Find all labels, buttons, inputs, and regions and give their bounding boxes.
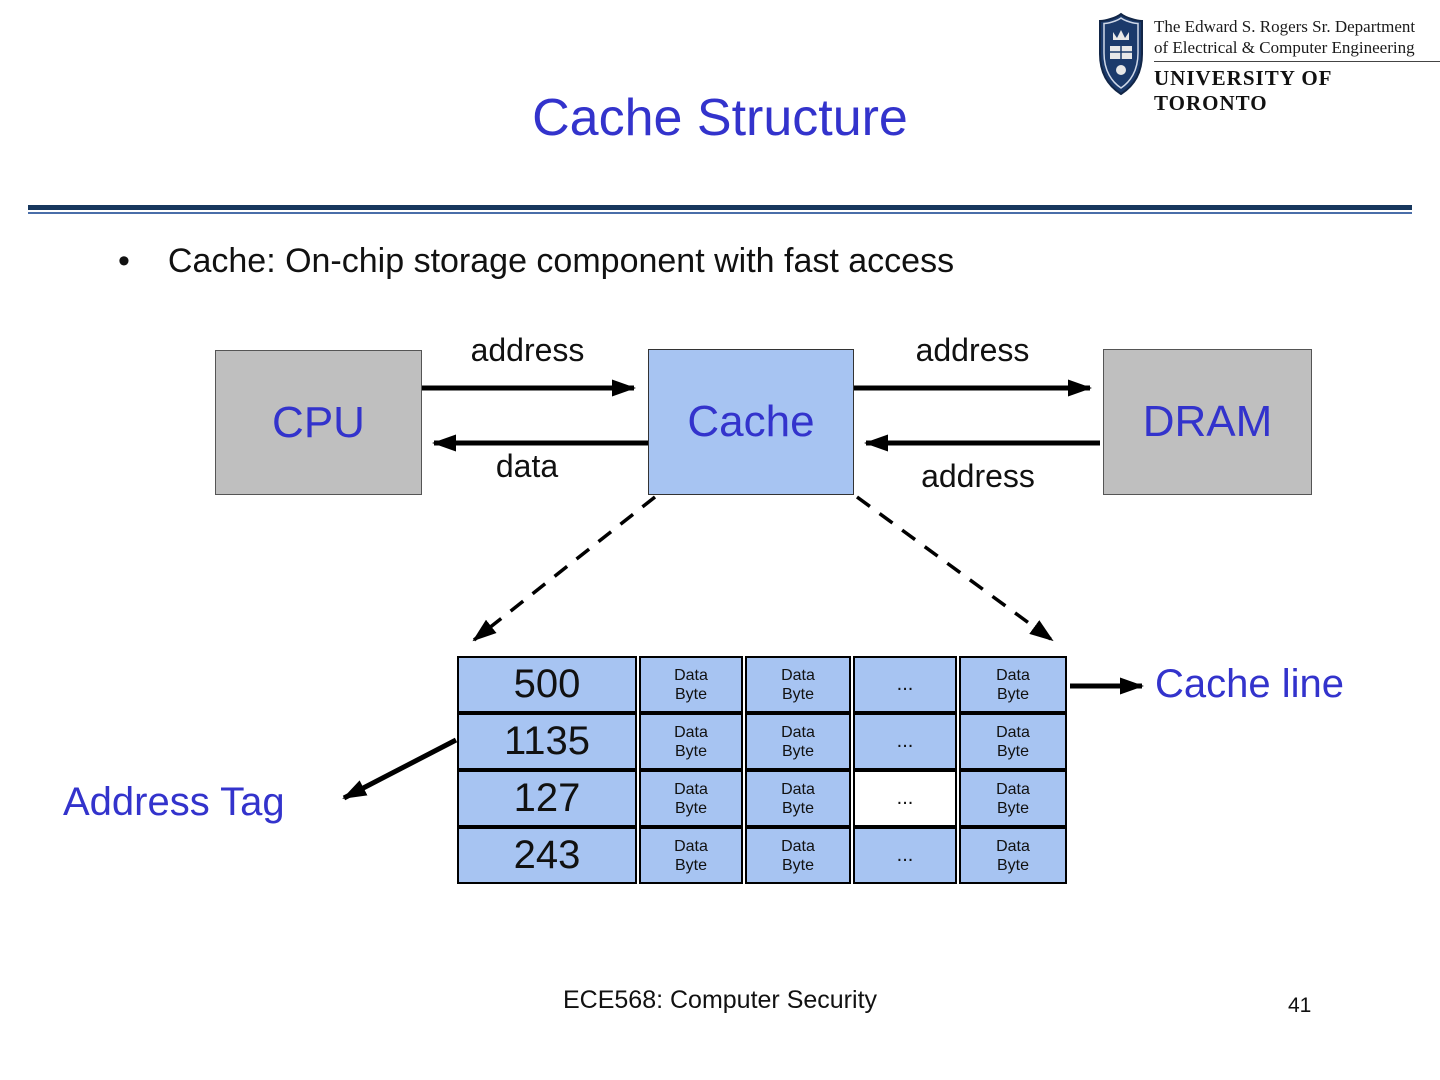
page-number: 41 xyxy=(1288,994,1312,1017)
data-byte-cell: Data Byte xyxy=(639,656,743,713)
data-byte-cell: Data Byte xyxy=(959,713,1067,770)
university-logo: The Edward S. Rogers Sr. Department of E… xyxy=(1096,12,1440,116)
data-byte-cell: Data Byte xyxy=(745,656,851,713)
data-byte-line2: Byte xyxy=(781,685,814,703)
data-byte-line2: Byte xyxy=(996,799,1029,817)
cache-label: Cache xyxy=(687,397,815,446)
uoft-crest-icon xyxy=(1099,12,1143,96)
slide-title: Cache Structure xyxy=(532,89,908,147)
footer-course-title: ECE568: Computer Security xyxy=(562,986,878,1014)
data-byte-cell: Data Byte xyxy=(745,827,851,884)
data-byte-line2: Byte xyxy=(674,856,707,874)
data-byte-line1: Data xyxy=(996,666,1030,684)
data-byte-line2: Byte xyxy=(781,799,814,817)
data-byte-line1: Data xyxy=(781,723,815,741)
bullet-text: Cache: On-chip storage component with fa… xyxy=(167,242,955,280)
cpu-block: CPU xyxy=(215,350,422,495)
data-byte-line1: Data xyxy=(996,780,1030,798)
cpu-label: CPU xyxy=(272,397,365,447)
data-byte-line2: Byte xyxy=(781,856,814,874)
data-byte-cell: Data Byte xyxy=(959,770,1067,827)
label-cpu-cache-address: address xyxy=(470,332,585,368)
dashed-connector-right xyxy=(855,495,1054,642)
data-byte-cell: Data Byte xyxy=(745,770,851,827)
ellipsis-cell: ... xyxy=(853,656,957,713)
data-byte-line1: Data xyxy=(674,837,708,855)
dashed-connector-left xyxy=(472,495,657,642)
data-byte-line2: Byte xyxy=(996,856,1029,874)
title-divider xyxy=(28,205,1412,214)
logo-text: The Edward S. Rogers Sr. Department of E… xyxy=(1154,12,1440,116)
label-cache-dram-address: address xyxy=(915,332,1030,368)
logo-university-name: UNIVERSITY OF TORONTO xyxy=(1154,61,1440,116)
dram-label: DRAM xyxy=(1142,397,1273,446)
address-tag-cell: 1135 xyxy=(457,713,637,770)
data-byte-line2: Byte xyxy=(996,685,1029,703)
data-byte-line2: Byte xyxy=(781,742,814,760)
data-byte-line2: Byte xyxy=(674,799,707,817)
data-byte-line1: Data xyxy=(996,837,1030,855)
data-byte-cell: Data Byte xyxy=(639,713,743,770)
address-tag-cell: 500 xyxy=(457,656,637,713)
data-byte-cell: Data Byte xyxy=(639,827,743,884)
bullet-marker: • xyxy=(118,242,130,280)
data-byte-cell: Data Byte xyxy=(959,827,1067,884)
data-byte-line1: Data xyxy=(996,723,1030,741)
logo-dept-line1: The Edward S. Rogers Sr. Department xyxy=(1154,17,1416,36)
label-cache-cpu-data: data xyxy=(495,448,559,484)
bullet-item: • Cache: On-chip storage component with … xyxy=(118,242,954,281)
data-byte-cell: Data Byte xyxy=(639,770,743,827)
address-tag-cell: 243 xyxy=(457,827,637,884)
data-byte-cell: Data Byte xyxy=(959,656,1067,713)
address-tag-label: Address Tag xyxy=(63,780,285,824)
cache-line-label: Cache line xyxy=(1155,662,1345,706)
ellipsis-cell: ... xyxy=(853,827,957,884)
data-byte-line2: Byte xyxy=(674,742,707,760)
ellipsis-cell: ... xyxy=(853,770,957,827)
ellipsis-cell: ... xyxy=(853,713,957,770)
data-byte-line1: Data xyxy=(781,666,815,684)
divider-thick-line xyxy=(28,205,1412,210)
data-byte-line1: Data xyxy=(674,723,708,741)
data-byte-line1: Data xyxy=(781,780,815,798)
dram-block: DRAM xyxy=(1103,349,1312,495)
data-byte-cell: Data Byte xyxy=(745,713,851,770)
arrow-address-tag-pointer xyxy=(342,737,458,801)
address-tag-cell: 127 xyxy=(457,770,637,827)
divider-thin-line xyxy=(28,212,1412,214)
cache-block: Cache xyxy=(648,349,854,495)
data-byte-line2: Byte xyxy=(996,742,1029,760)
data-byte-line1: Data xyxy=(674,666,708,684)
data-byte-line1: Data xyxy=(781,837,815,855)
data-byte-line2: Byte xyxy=(674,685,707,703)
label-dram-cache-address: address xyxy=(921,458,1035,494)
data-byte-line1: Data xyxy=(674,780,708,798)
cache-table: 500 Data Byte Data Byte ... Data Byte 11… xyxy=(457,656,1067,884)
logo-dept-line2: of Electrical & Computer Engineering xyxy=(1154,38,1415,57)
